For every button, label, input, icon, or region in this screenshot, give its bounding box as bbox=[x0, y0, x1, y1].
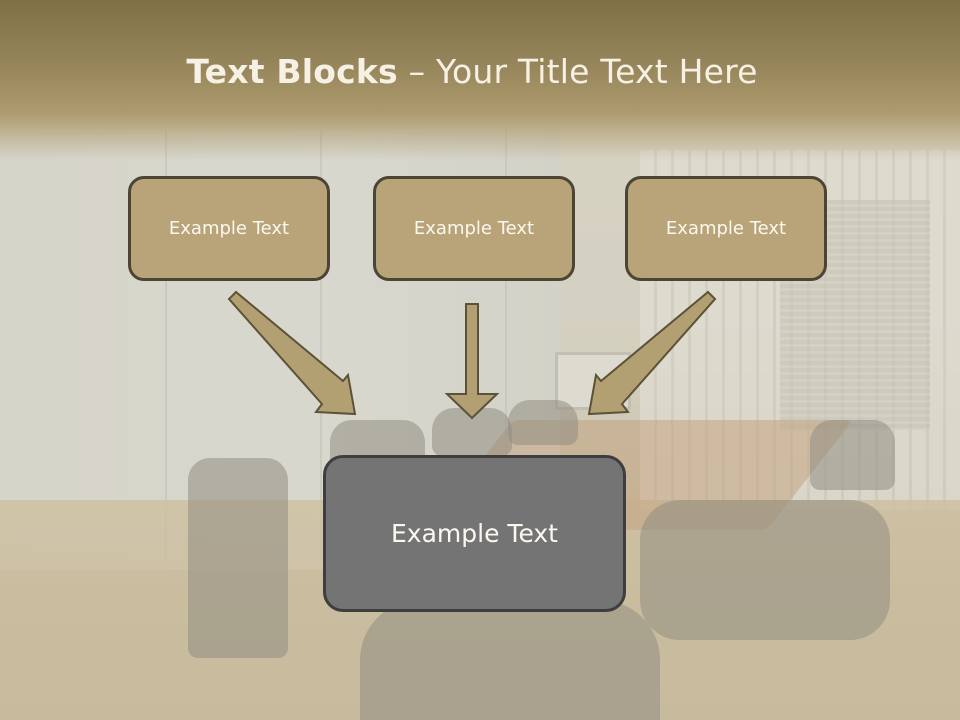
text-block-3[interactable]: Example Text bbox=[625, 176, 827, 281]
background-chair bbox=[188, 458, 288, 658]
title-bold: Text Blocks bbox=[186, 52, 398, 91]
title-rest: Your Title Text Here bbox=[435, 52, 758, 91]
arrow-down-left-icon[interactable] bbox=[587, 290, 717, 416]
text-block-2[interactable]: Example Text bbox=[373, 176, 575, 281]
background-chair bbox=[640, 500, 890, 640]
background-chair bbox=[360, 600, 660, 720]
text-block-1[interactable]: Example Text bbox=[128, 176, 330, 281]
background-panel-line bbox=[320, 130, 322, 560]
slide-title[interactable]: Text Blocks – Your Title Text Here bbox=[0, 52, 944, 91]
background-panel-line bbox=[165, 130, 167, 560]
text-block-3-label: Example Text bbox=[665, 218, 787, 239]
arrow-down-icon[interactable] bbox=[444, 303, 500, 420]
arrow-down-right-icon[interactable] bbox=[227, 290, 357, 416]
title-banner bbox=[0, 0, 960, 160]
main-text-block[interactable]: Example Text bbox=[323, 455, 626, 612]
text-block-1-label: Example Text bbox=[168, 218, 290, 239]
title-separator: – bbox=[397, 52, 436, 91]
text-block-2-label: Example Text bbox=[413, 218, 535, 239]
background-chair bbox=[508, 400, 578, 445]
background-chair bbox=[810, 420, 895, 490]
background-panel-line bbox=[505, 130, 507, 560]
main-text-block-label: Example Text bbox=[391, 519, 558, 548]
